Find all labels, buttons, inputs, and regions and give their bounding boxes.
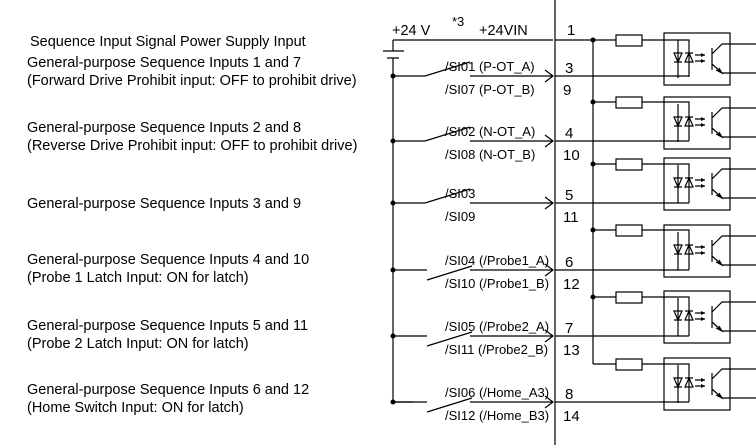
power-pin-number: 1 (567, 22, 575, 39)
signal-label-b: /SI09 (445, 209, 475, 224)
input-title: General-purpose Sequence Inputs 4 and 10 (27, 252, 309, 268)
pin-number-a: 7 (565, 320, 573, 337)
optocoupler-icon (663, 96, 756, 150)
resistor-icon (615, 291, 643, 304)
connector-arrow (470, 263, 554, 277)
pin-number-a: 6 (565, 254, 573, 271)
resistor-icon (615, 358, 643, 371)
input-description: (Forward Drive Prohibit input: OFF to pr… (27, 73, 357, 89)
optocoupler-icon (663, 224, 756, 278)
pin-number-b: 10 (563, 147, 580, 164)
pin-number-a: 5 (565, 187, 573, 204)
switch-contact (393, 61, 471, 77)
signal-label-a: /SI01 (P-OT_A) (445, 59, 535, 74)
switch-contact (393, 331, 473, 347)
pin-number-b: 13 (563, 342, 580, 359)
input-row: General-purpose Sequence Inputs 2 and 8 (… (27, 96, 756, 164)
input-row: General-purpose Sequence Inputs 4 and 10… (27, 224, 756, 293)
voltage-label: +24 V (392, 23, 431, 39)
optocoupler-icon (663, 32, 756, 86)
resistor-icon (615, 96, 643, 109)
input-title: General-purpose Sequence Inputs 6 and 12 (27, 382, 309, 398)
connector-arrow (470, 134, 554, 148)
connector-arrow (470, 196, 554, 210)
signal-label-b: /SI12 (/Home_B3) (445, 408, 549, 423)
power-pin-name: +24VIN (479, 23, 528, 39)
pin-number-b: 9 (563, 82, 571, 99)
input-row: General-purpose Sequence Inputs 3 and 9 /… (27, 157, 756, 226)
input-description: (Probe 2 Latch Input: ON for latch) (27, 336, 249, 352)
signal-label-b: /SI11 (/Probe2_B) (445, 342, 548, 357)
optocoupler-icon (663, 157, 756, 211)
connector-arrow (470, 329, 554, 343)
signal-label-b: /SI07 (P-OT_B) (445, 82, 535, 97)
input-title: General-purpose Sequence Inputs 5 and 11 (27, 318, 308, 334)
resistor-icon (615, 158, 643, 171)
input-title: General-purpose Sequence Inputs 2 and 8 (27, 120, 301, 136)
switch-contact (393, 397, 473, 413)
optocoupler-icon (663, 290, 756, 344)
pin-number-a: 8 (565, 386, 573, 403)
signal-label-a: /SI06 (/Home_A3) (445, 385, 549, 400)
input-description: (Home Switch Input: ON for latch) (27, 400, 244, 416)
input-row: General-purpose Sequence Inputs 1 and 7 (… (27, 32, 756, 99)
resistor-icon (615, 224, 643, 237)
note-ref: *3 (452, 14, 464, 29)
signal-label-a: /SI05 (/Probe2_A) (445, 319, 549, 334)
input-title: General-purpose Sequence Inputs 1 and 7 (27, 55, 301, 71)
resistor-icon (615, 34, 643, 47)
signal-label-a: /SI04 (/Probe1_A) (445, 253, 549, 268)
input-row: General-purpose Sequence Inputs 6 and 12… (27, 357, 756, 425)
switch-contact (393, 188, 471, 204)
input-row: General-purpose Sequence Inputs 5 and 11… (27, 290, 756, 359)
input-description: (Probe 1 Latch Input: ON for latch) (27, 270, 249, 286)
pin-number-b: 11 (563, 209, 579, 226)
input-description: (Reverse Drive Prohibit input: OFF to pr… (27, 138, 357, 154)
optocoupler-icon (663, 357, 756, 411)
pin-number-a: 4 (565, 125, 573, 142)
connector-arrow (470, 395, 554, 409)
signal-label-a: /SI03 (445, 186, 475, 201)
input-title: General-purpose Sequence Inputs 3 and 9 (27, 196, 301, 212)
connector-arrow (470, 69, 554, 83)
power-supply-circuit: Sequence Input Signal Power Supply Input… (30, 0, 594, 445)
signal-label-b: /SI10 (/Probe1_B) (445, 276, 549, 291)
switch-contact (393, 265, 473, 281)
pin-number-b: 14 (563, 408, 580, 425)
pin-number-b: 12 (563, 276, 580, 293)
signal-label-a: /SI02 (N-OT_A) (445, 124, 535, 139)
signal-label-b: /SI08 (N-OT_B) (445, 147, 535, 162)
supply-wire (383, 39, 553, 403)
switch-contact (393, 126, 471, 142)
pin-number-a: 3 (565, 60, 573, 77)
power-label: Sequence Input Signal Power Supply Input (30, 34, 306, 50)
